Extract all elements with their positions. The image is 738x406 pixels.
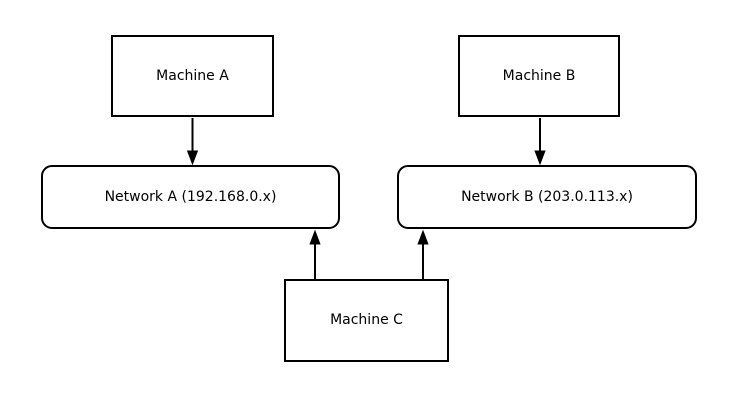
node-machine-c-label: Machine C	[330, 312, 403, 329]
edge-machine-c-to-network-a	[309, 229, 321, 279]
node-machine-a: Machine A	[111, 35, 274, 117]
node-machine-a-label: Machine A	[156, 67, 229, 84]
node-machine-b-label: Machine B	[502, 67, 576, 84]
node-machine-c: Machine C	[284, 279, 449, 362]
node-network-a-label: Network A (192.168.0.x)	[104, 188, 277, 205]
edge-machine-b-to-network-b	[534, 118, 546, 166]
node-network-a: Network A (192.168.0.x)	[41, 165, 340, 229]
edge-machine-c-to-network-b	[417, 229, 429, 279]
node-network-b: Network B (203.0.113.x)	[397, 165, 697, 229]
arrowhead-up-icon	[417, 229, 429, 245]
arrowhead-down-icon	[186, 150, 199, 166]
arrowhead-down-icon	[534, 150, 546, 166]
arrowhead-up-icon	[309, 229, 321, 245]
edge-machine-a-to-network-a	[186, 118, 199, 166]
node-machine-b: Machine B	[458, 35, 620, 117]
node-network-b-label: Network B (203.0.113.x)	[461, 188, 633, 205]
